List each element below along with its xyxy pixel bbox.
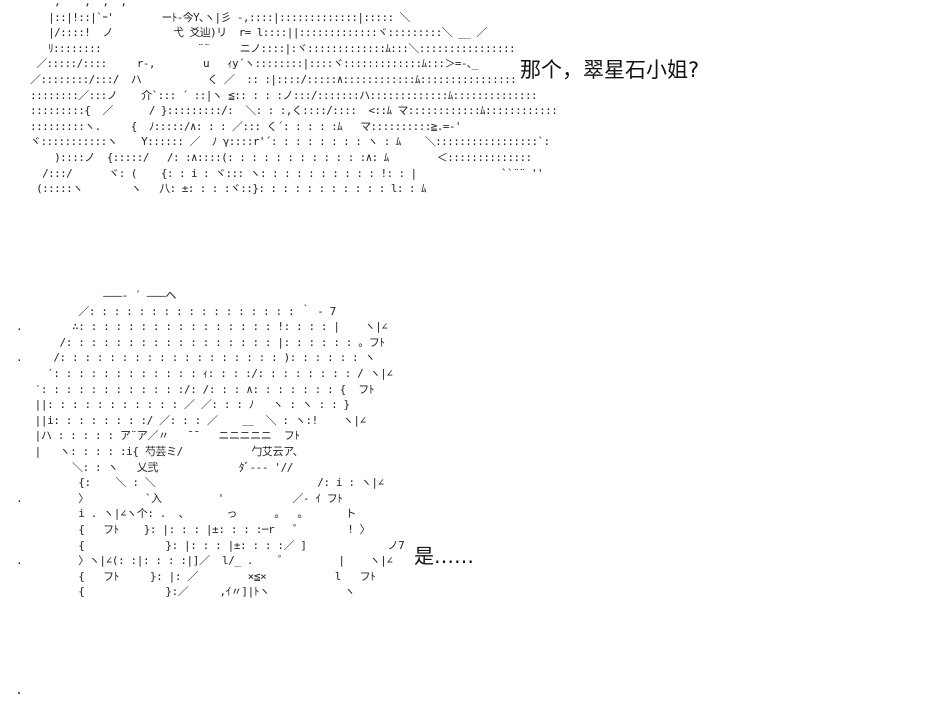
ascii-art-line: . 〉 `入 ' ／‐ ｲ フﾄ (16, 491, 343, 505)
ascii-art-line: ／:::::/:::: r‐, u ｨy´ヽ::::::::|::::ヾ::::… (18, 57, 478, 71)
ascii-art-line: | ヽ: : : : :i{ 芍芸ミ/ 勹艾云ア、 (16, 444, 304, 458)
ascii-art-line: |::|!::|`ｰ' ーﾄ-今Y､ヽ|彡 -,::::|:::::::::::… (18, 10, 410, 24)
ascii-art-line: ／: : : : : : : : : : : : : : : : : ｀ ‐ 7 (16, 304, 336, 318)
ascii-art-line: i . ヽ|∠ヽ个: . 、 っ 。 。 ト (16, 507, 356, 521)
ascii-art-line: ＼: : ヽ 乂弐 ﾀﾞ‐‐‐ '// (16, 460, 294, 474)
ascii-art-line: /: : : : : : : : : : : : : : : : : |: : … (16, 335, 385, 349)
ascii-art-line: {: ＼ : ＼ /: i : ヽ|∠ (16, 476, 384, 490)
ascii-art-bottom: ―――‐ ´ ―――ヘ ／: : : : : : : : : : : : : :… (16, 288, 405, 688)
ascii-art-line: . ∴: : : : : : : : : : : : : : : : !: : … (16, 320, 388, 334)
ascii-art-line: (:::::ヽ ヽ 八: ±: : : :ヾ::}: : : : : : : :… (18, 182, 426, 196)
ascii-art-line: ||: : : : : : : : : : : ／ ／: : : ﾉ ヽ : ヽ… (16, 398, 350, 412)
dialogue-line-1: 那个，翠星石小姐? (520, 58, 700, 82)
ascii-art-line: :::::::::ヽ. { ﾉ:::::/∧: : : ／::: く´: : :… (18, 119, 461, 133)
ascii-art-line: { フﾄ }: |: ／ ×≦× l フﾄ (16, 569, 376, 583)
dialogue-line-2: 是…… (414, 544, 474, 568)
ascii-art-line: ′: : : : : : : : : : : : ｨ: : : :/: : : … (16, 366, 393, 380)
ascii-art-line: ヾ:::::::::::ヽ Y:::::: ／ ﾉ γ::::r'´: : : … (18, 135, 550, 149)
ascii-art-line: ′: : : : : : : : : : : :/: /: : : ∧: : :… (16, 382, 375, 396)
ascii-art-line: ／::::::::/:::/ ハ く ／ :: :|::::/:::::∧:::… (18, 72, 517, 86)
ascii-art-line: ::::::::／:::ノ 介`::: ´ ::|ヽ ≦:: : : :ノ:::… (18, 88, 538, 102)
ascii-art-line: ||i: : : : : : : :/ ／: : : ／ ＿ ＼ : ヽ:! ヽ… (16, 413, 367, 427)
ascii-art-line: { }:／ ,ｲ〃]|ﾄヽ ヽ (16, 585, 355, 599)
ascii-art-top: , ' , , , ' ' ' ' ' ' ' ' ' ' |::|!::|`ｰ… (18, 0, 558, 220)
ascii-art-line: , ' , , , ' ' ' ' ' ' ' ' ' ' (18, 0, 314, 8)
ascii-art-line: ﾘ:::::::: ¨¨ ニノ::::|:ヾ:::::::::::::ﾑ:::＼… (18, 41, 516, 55)
ascii-art-line: )::::ノ {:::::/ /: :∧::::(: : : : : : : :… (18, 150, 532, 164)
ascii-art-line: /:::/ ヾ: ( {: : i : ヾ::: ヽ: : : : : : : … (18, 166, 544, 180)
ascii-art-line: { フﾄ }: |: : : |±: : : :─r ゜ ! 〉 (16, 522, 371, 536)
ascii-art-line: . /: : : : : : : : : : : : : : : : : : )… (16, 351, 376, 365)
ascii-art-line: |ハ : : : : : ア¨ア／〃 ¯¯ ニニニニニ フﾄ (16, 429, 300, 443)
ascii-art-line: . 〉ヽ|∠(: :|: : : :|]／ l/_ . ゜ | ヽ|∠ (16, 554, 393, 568)
stray-dot (18, 692, 20, 694)
ascii-art-line: :::::::::{ ／ / }:::::::::/: ＼: : :,く::::… (18, 104, 558, 118)
ascii-art-line: { }: |: : : |±: : : :／ ] ノ7 (16, 538, 405, 552)
ascii-art-line: ―――‐ ´ ―――ヘ (16, 289, 176, 302)
ascii-art-line: |/::::! ノ 弋 爻辿)リ r= l::::||:::::::::::::… (18, 26, 487, 40)
